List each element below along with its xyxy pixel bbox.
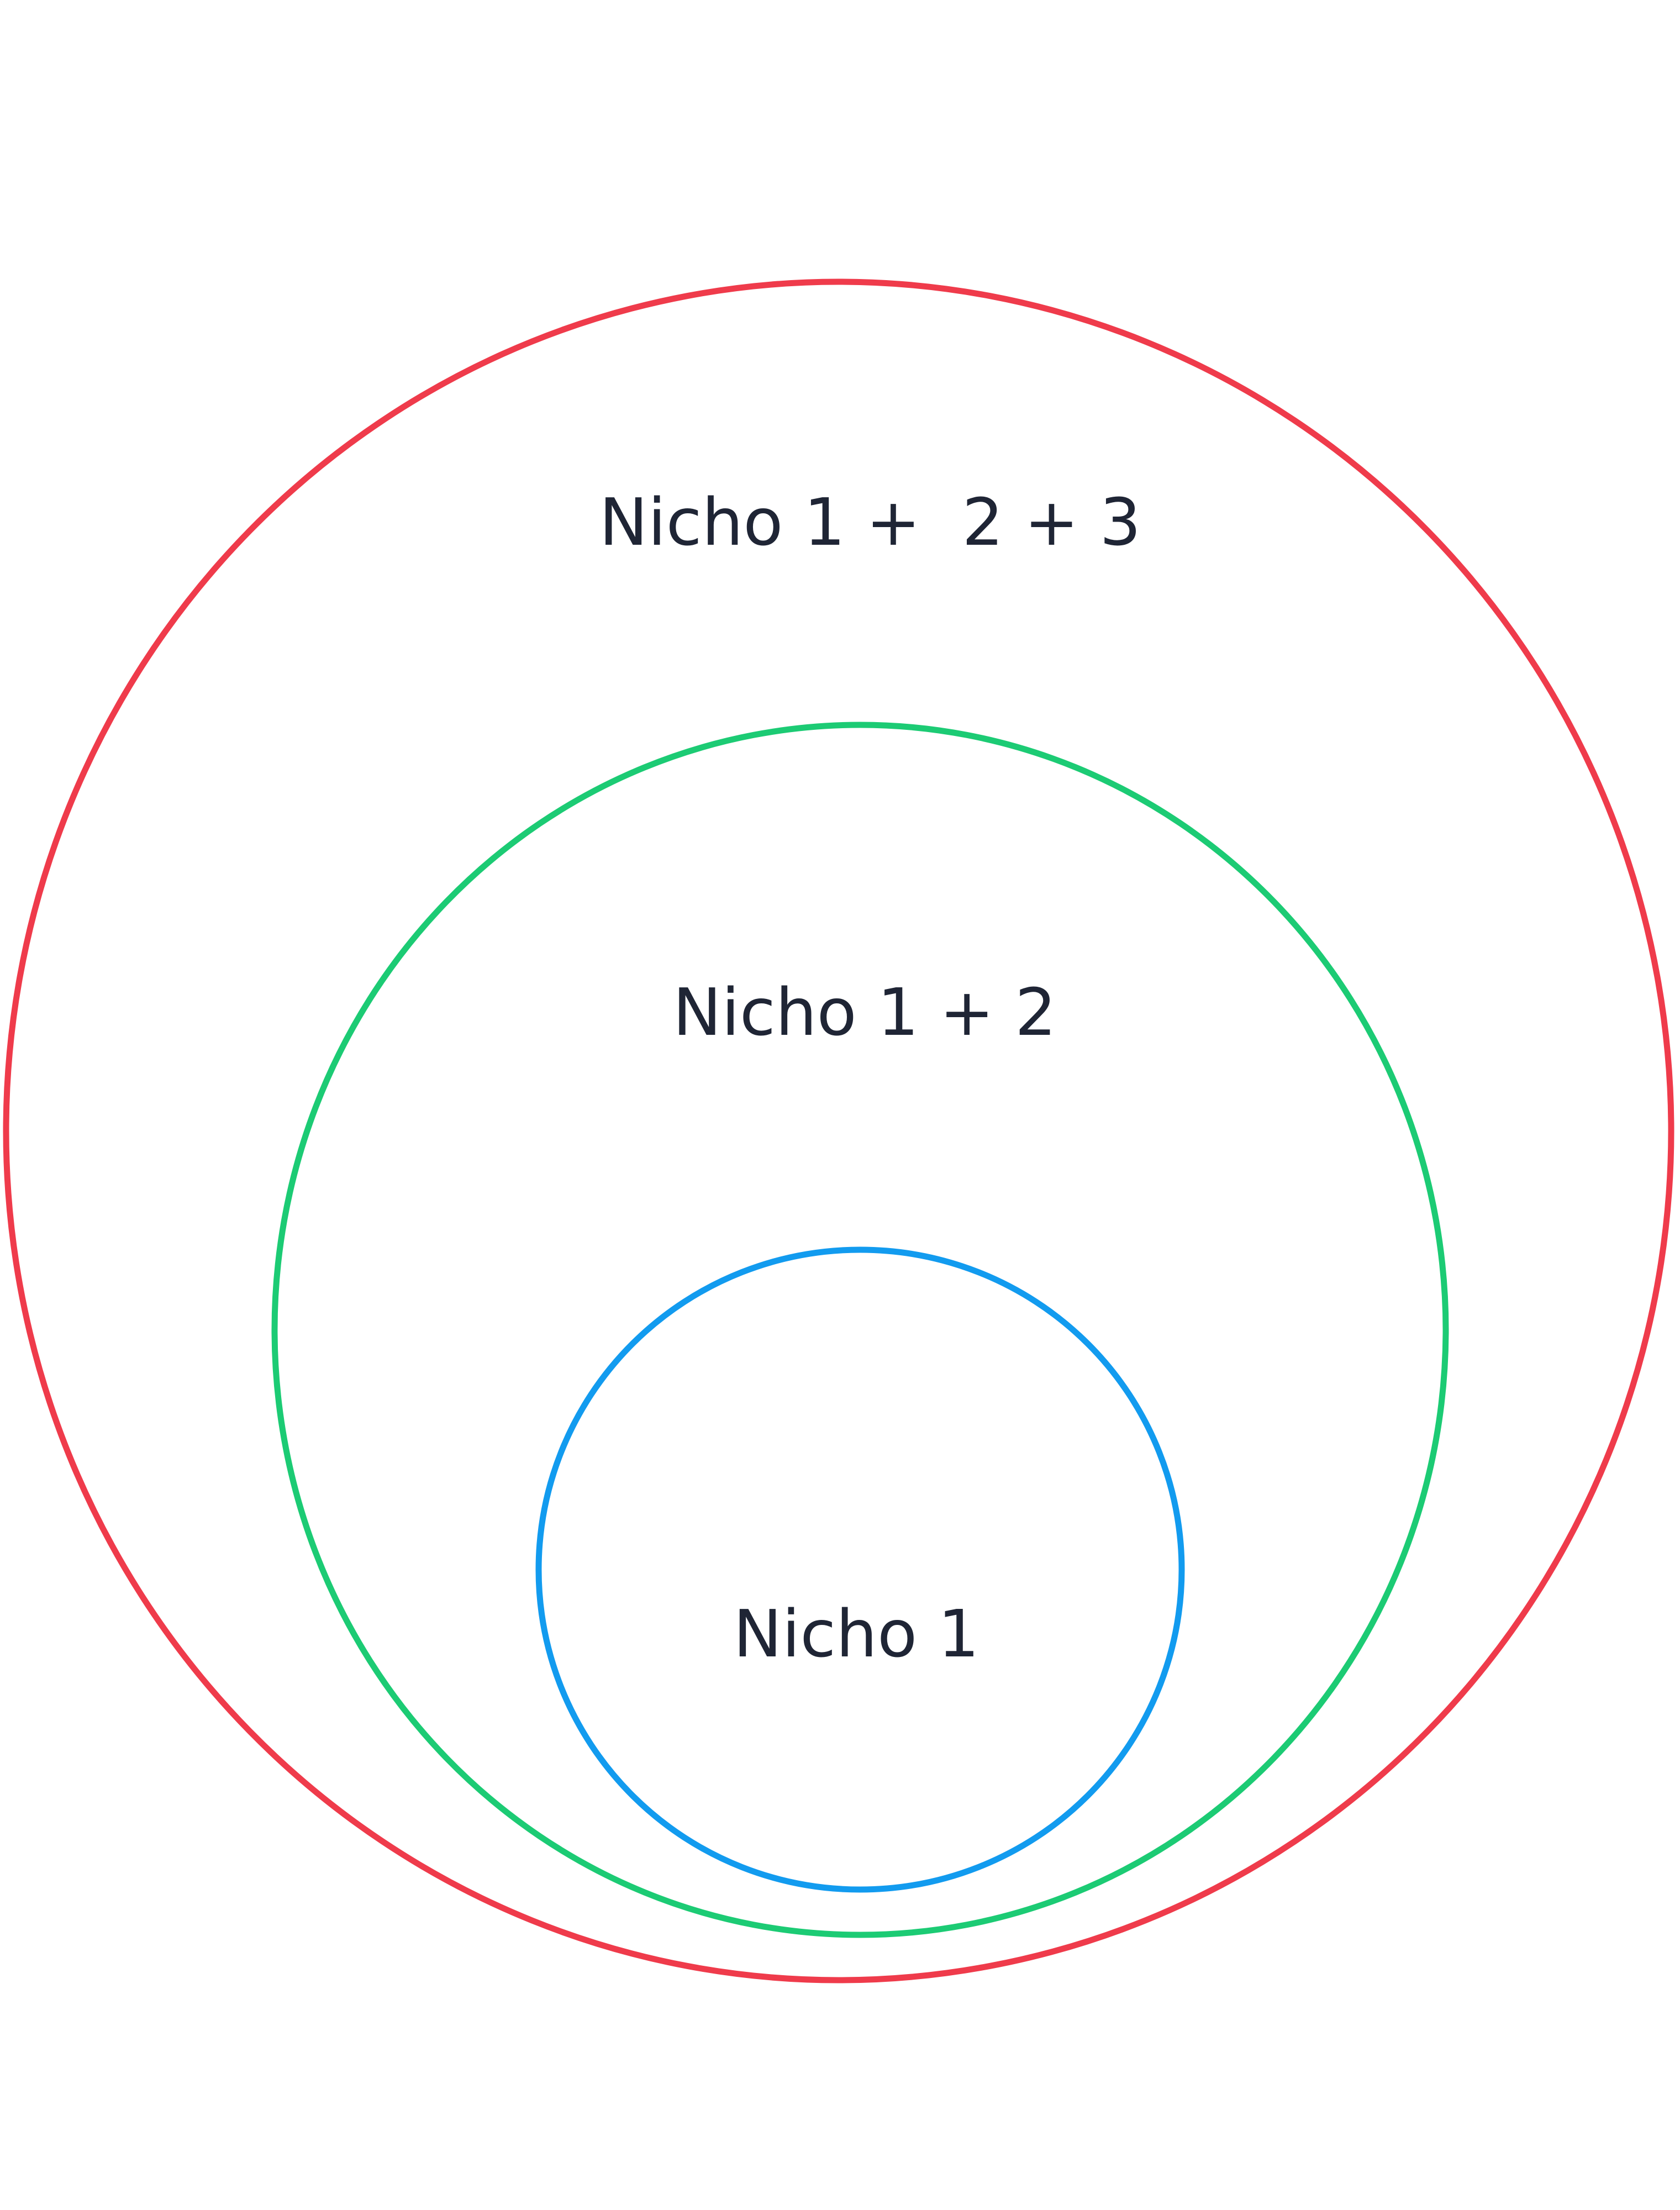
middle-ring-niche-1-2 [271,722,1449,1938]
middle-ring-label: Nicho 1 + 2 [673,974,1056,1050]
outer-ring-niche-1-2-3 [3,278,1674,1983]
outer-ring-label: Nicho 1 + 2 + 3 [599,484,1141,560]
inner-ring-niche-1 [535,1246,1185,1893]
inner-ring-label: Nicho 1 [733,1596,979,1672]
